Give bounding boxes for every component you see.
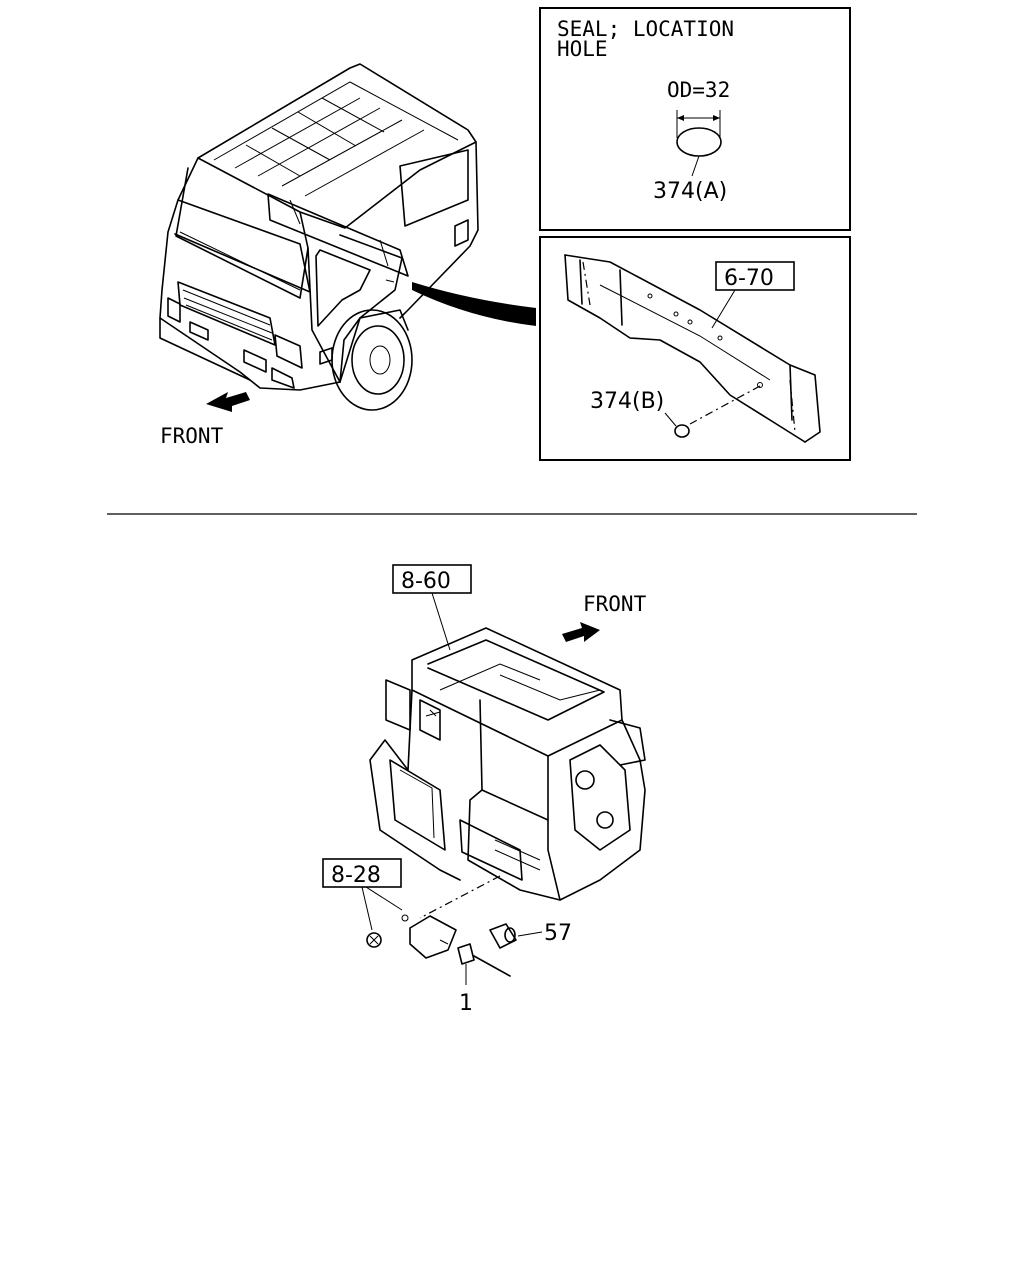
ref-box-8-60-label: 8-60 xyxy=(401,569,451,594)
truck-cab-illustration xyxy=(159,63,536,411)
ref-box-6-70 xyxy=(715,261,795,291)
part-1-label: 1 xyxy=(459,991,473,1016)
ref-box-8-28-label: 8-28 xyxy=(331,863,381,888)
bracket-part xyxy=(401,914,457,959)
clip-part-57 xyxy=(489,923,543,949)
inset-seal-location: SEAL; LOCATION HOLE OD=32 374(A) xyxy=(539,7,851,231)
inset-seal-title-line1: SEAL; LOCATION xyxy=(557,17,734,41)
front-label-bottom: FRONT xyxy=(583,592,647,616)
part-57-label: 57 xyxy=(544,921,572,946)
ref-box-6-70-label: 6-70 xyxy=(724,266,774,291)
part-ref-374b: 374(B) xyxy=(590,389,664,414)
front-direction-arrow xyxy=(206,392,250,412)
part-ref-374a: 374(A) xyxy=(653,179,727,204)
seal-dimension-label: OD=32 xyxy=(667,78,730,102)
front-direction-arrow-bottom xyxy=(562,622,600,642)
sensor-part-1 xyxy=(457,943,511,985)
seal-plug-b-icon xyxy=(674,424,690,438)
hvac-unit-illustration xyxy=(369,627,646,919)
screw-icon xyxy=(366,932,382,948)
inset-frame: 6-70 374(B) xyxy=(539,236,851,461)
front-label-top: FRONT xyxy=(160,424,224,448)
inset-seal-title-line2: HOLE xyxy=(557,37,608,61)
